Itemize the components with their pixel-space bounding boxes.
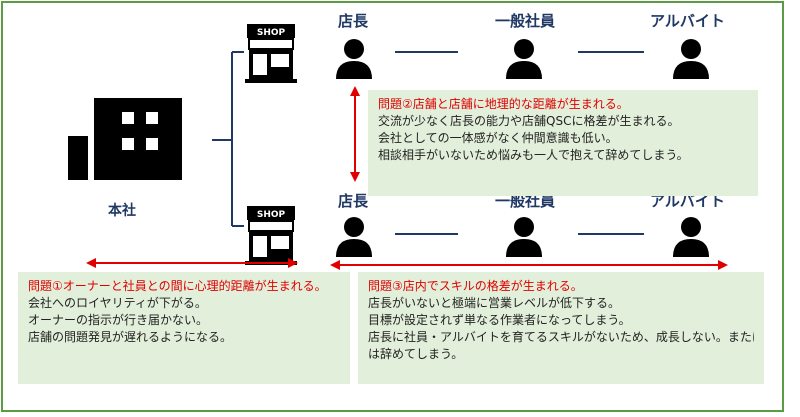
problem2-line: 会社としての一体感がなく仲間意識も低い。 [378,131,618,145]
problem3-line: は辞めてしまう。 [368,347,464,361]
shop-icon: SHOP [245,206,297,265]
role-label-employee: 一般社員 [495,12,556,30]
person-icon [673,39,709,79]
building-icon [68,98,182,180]
headquarters-label: 本社 [108,203,136,219]
problem1-line: 店舗の問題発見が遅れるようになる。 [28,330,233,344]
problem1-box: 問題①オーナーと社員との間に心理的距離が生まれる。 会社へのロイヤリティが下がる… [18,272,350,384]
problem3-title: 問題③店内でスキルの格差が生まれる。 [368,279,583,293]
person-icon [673,217,709,257]
role-label-employee: 一般社員 [495,192,556,210]
shop-sign: SHOP [257,210,286,220]
problem2-title: 問題②店舗と店舗に地理的な距離が生まれる。 [378,97,629,111]
problem1-line: 会社へのロイヤリティが下がる。 [28,296,207,310]
hq-connector [212,51,244,227]
person-icon [506,217,542,257]
problem3-line: 店長に社員・アルバイトを育てるスキルがないため、成長しない。または [368,330,754,344]
role-connector [395,51,644,235]
problem1-title: 問題①オーナーと社員との間に心理的距離が生まれる。 [28,279,327,293]
problem2-box: 問題②店舗と店舗に地理的な距離が生まれる。 交流が少なく店長の能力や店舗QSCに… [368,90,758,196]
role-label-manager: 店長 [338,192,369,210]
person-icon [336,39,372,79]
shop-icon: SHOP [245,24,297,83]
role-label-manager: 店長 [338,12,369,30]
problem3-line: 目標が設定されず単なる作業者になってしまう。 [368,313,631,327]
person-icon [336,217,372,257]
problem3-line: 店長がいないと極端に営業レベルが低下する。 [368,296,621,310]
problem1-line: オーナーの指示が行き届かない。 [28,313,209,327]
problem3-box: 問題③店内でスキルの格差が生まれる。 店長がいないと極端に営業レベルが低下する。… [358,272,764,384]
problem2-line: 相談相手がいないため悩みも一人で抱えて辞めてしまう。 [378,148,689,162]
problem2-line: 交流が少なく店長の能力や店舗QSCに格差が生まれる。 [378,114,680,128]
person-icon [506,39,542,79]
shop-sign: SHOP [257,28,286,38]
role-label-parttimer: アルバイト [650,192,725,210]
role-label-parttimer: アルバイト [650,12,725,30]
